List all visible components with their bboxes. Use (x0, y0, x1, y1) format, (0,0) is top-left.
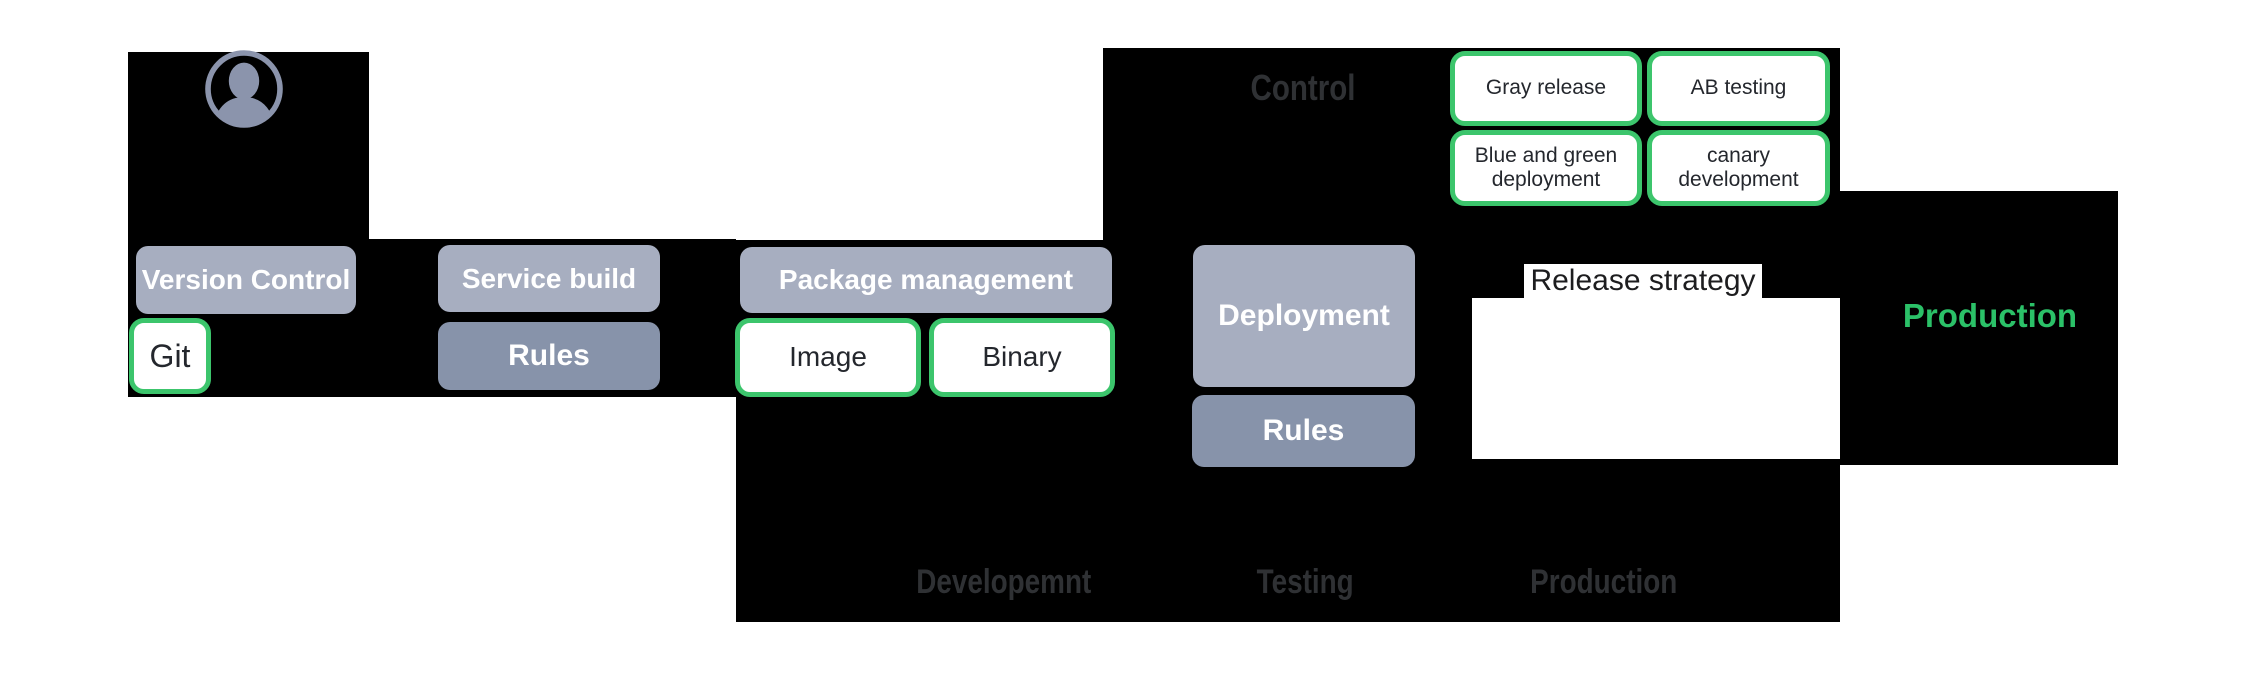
binary-label: Binary (982, 341, 1062, 373)
release-strategy-title: Release strategy (1524, 264, 1762, 298)
version-control-label: Version Control (141, 264, 351, 296)
environment-label-production-text: Production (1530, 562, 1678, 601)
release-strategy-title-text: Release strategy (1530, 264, 1756, 297)
user-avatar-icon (204, 49, 284, 129)
git-label: Git (149, 337, 191, 374)
blue-green-deployment-label: Blue and green deployment (1474, 143, 1618, 191)
environment-label-production: Production (1496, 560, 1712, 604)
service-build-node: Service build (438, 245, 660, 312)
gray-release-node: Gray release (1450, 51, 1642, 126)
ab-testing-node: AB testing (1647, 51, 1830, 126)
deployment-label: Deployment (1218, 299, 1390, 333)
build-rules-node: Rules (438, 322, 660, 390)
canary-development-label: canary development (1678, 143, 1799, 191)
blue-green-deployment-node: Blue and green deployment (1450, 130, 1642, 206)
package-management-label: Package management (778, 264, 1074, 296)
deployment-node: Deployment (1193, 245, 1415, 387)
production-stage-title-text: Production (1902, 297, 2078, 334)
control-stage-title: Control (1193, 67, 1413, 108)
deployment-rules-node: Rules (1192, 395, 1415, 467)
environment-label-testing-text: Testing (1256, 562, 1354, 601)
service-build-label: Service build (461, 262, 637, 294)
version-control-node: Version Control (136, 246, 356, 314)
production-stage-title: Production (1880, 296, 2100, 336)
release-strategy-panel (1472, 298, 1840, 459)
ab-testing-label: AB testing (1690, 76, 1787, 100)
git-node: Git (129, 318, 211, 394)
deployment-rules-label: Rules (1262, 414, 1345, 448)
canary-development-node: canary development (1647, 130, 1830, 206)
control-stage-title-text: Control (1250, 67, 1356, 108)
environment-label-development-text: Developemnt (916, 562, 1092, 601)
package-management-node: Package management (740, 247, 1112, 313)
image-node: Image (735, 318, 921, 397)
image-label: Image (789, 341, 867, 373)
block-production-stage (1840, 191, 2118, 465)
binary-node: Binary (929, 318, 1115, 397)
build-rules-label: Rules (508, 339, 590, 373)
gray-release-label: Gray release (1485, 76, 1607, 100)
environment-label-testing: Testing (1197, 560, 1413, 604)
environment-label-development: Developemnt (896, 560, 1112, 604)
